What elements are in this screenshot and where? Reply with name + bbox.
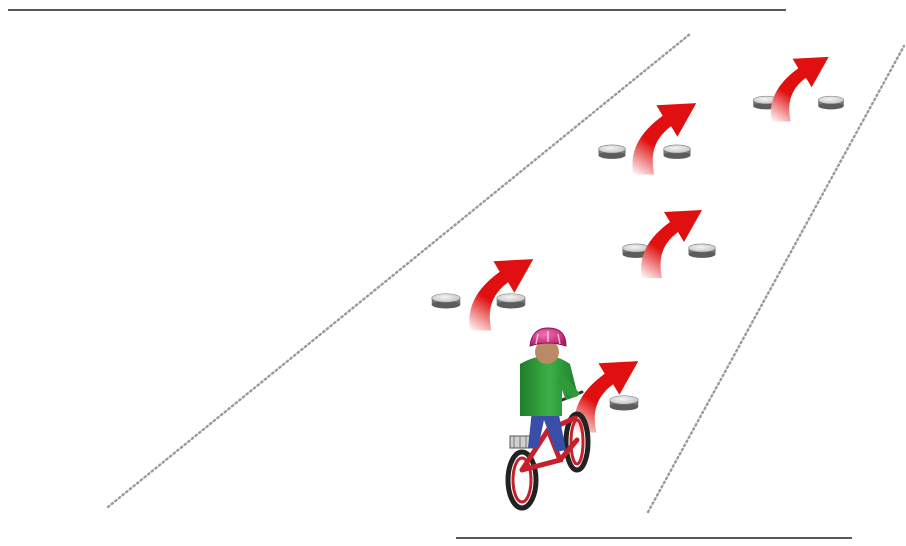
rear-wheel (505, 449, 539, 511)
marker-front (609, 395, 639, 411)
cyclist (505, 327, 591, 511)
turn-arrow-2 (641, 210, 702, 278)
front-wheel (563, 411, 591, 473)
turn-arrow-3 (632, 103, 697, 175)
marker-pair-4 (752, 95, 845, 110)
marker-pair-2 (622, 243, 716, 259)
torso (520, 356, 578, 416)
turn-arrow-4 (770, 56, 829, 122)
left-lane-line (106, 32, 692, 509)
head (535, 340, 559, 364)
arm (556, 372, 580, 398)
right-lane-line (646, 44, 906, 514)
legs (528, 410, 566, 452)
